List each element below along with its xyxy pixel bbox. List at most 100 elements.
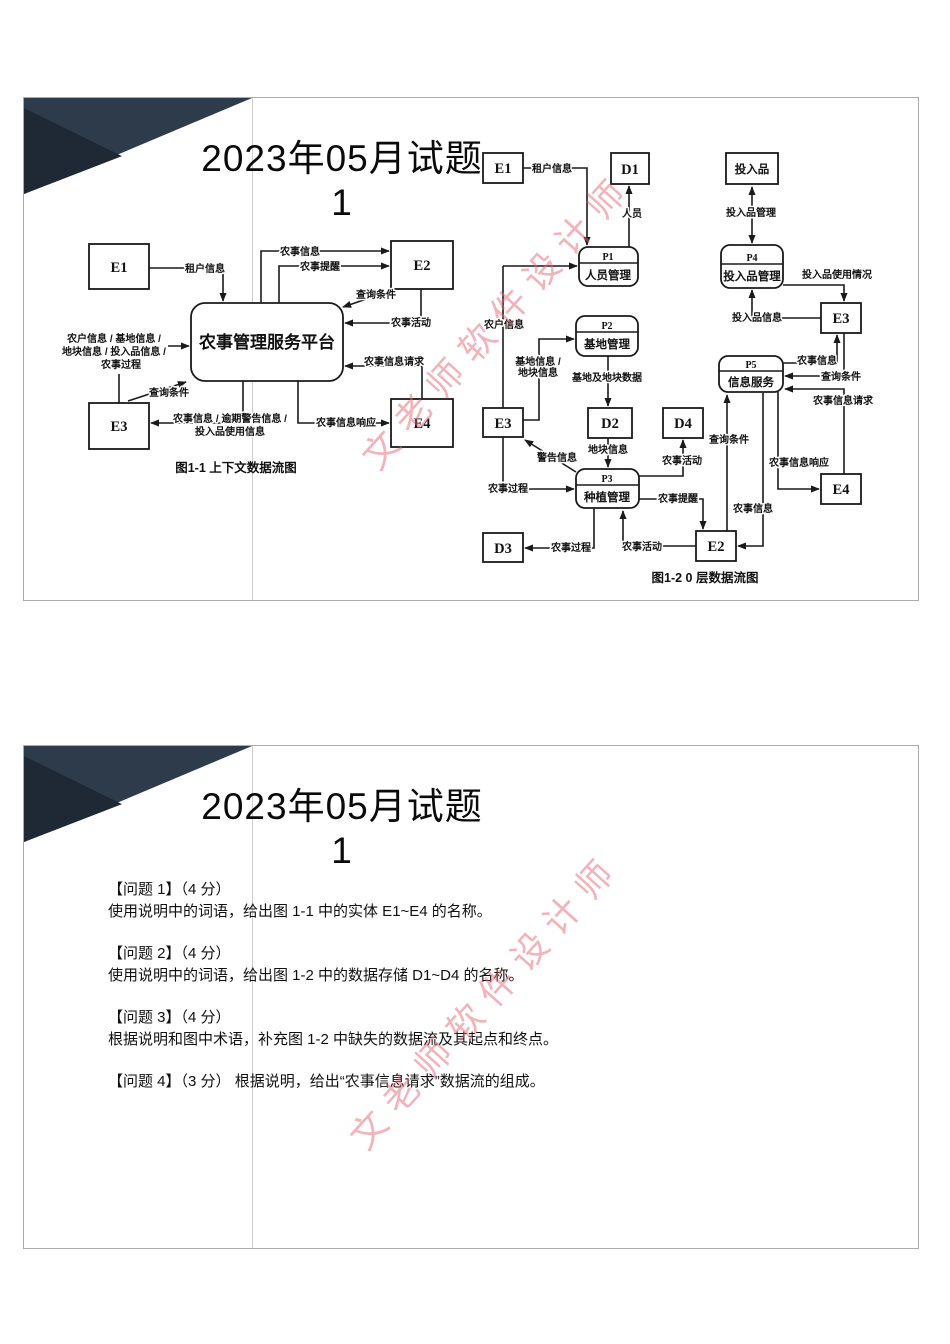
flow-line-farm-activity-d4 <box>639 439 687 477</box>
flow-label-tenant-info: 租户信息 <box>185 262 225 275</box>
flow-line-inputs-usage <box>783 284 848 302</box>
process-p2-name: 基地管理 <box>583 337 630 351</box>
process-p1-name: 人员管理 <box>585 268 631 282</box>
question-1: 【问题 1】（4 分） 使用说明中的词语，给出图 1-1 中的实体 E1~E4 … <box>108 880 768 922</box>
question-2-body: 使用说明中的词语，给出图 1-2 中的数据存储 D1~D4 的名称。 <box>108 967 524 984</box>
flow-label-farm-info-request: 农事信息请求 <box>363 355 425 368</box>
flow-line-farm-info-e3 <box>783 334 841 364</box>
entity-e2 <box>390 240 454 290</box>
process-p2 <box>575 315 639 357</box>
question-3-heading: 【问题 3】（4 分） <box>108 1009 231 1026</box>
entity-e4-label: E4 <box>414 416 431 432</box>
entity-e3-label: E3 <box>111 419 128 435</box>
store-d3 <box>482 532 524 563</box>
flow-label-farm-info: 农事信息 <box>279 245 320 258</box>
process-p1-id: P1 <box>602 252 613 263</box>
flow-label-query-cond-e3: 查询条件 <box>820 370 861 383</box>
flow-label-input-line1: 农户信息 / 基地信息 / <box>66 332 161 345</box>
entity-e3 <box>88 402 150 450</box>
flow-label-person: 人员 <box>622 207 642 220</box>
flow-label-tenant-info: 租户信息 <box>532 162 572 175</box>
flow-line-farm-activity-e2 <box>619 510 696 547</box>
entity-e4 <box>820 473 862 505</box>
process-p5 <box>718 355 784 393</box>
flow-line-farm-activity <box>344 289 422 327</box>
flow-label-query-cond-bottom: 查询条件 <box>148 386 189 399</box>
flow-label-farm-info-response: 农事信息响应 <box>315 416 376 429</box>
process-p3 <box>575 468 640 509</box>
flow-line-farm-info-response <box>297 381 390 427</box>
flow-label-farm-activity: 农事活动 <box>390 316 431 329</box>
process-p2-id: P2 <box>601 321 612 332</box>
flow-line-farm-info-request <box>784 385 845 474</box>
flow-line-tenant-info <box>523 167 591 246</box>
flow-line-farm-process-d3 <box>524 508 595 552</box>
flow-label-farm-activity-e2: 农事活动 <box>621 540 662 553</box>
slide-divider-line <box>252 746 253 1248</box>
flow-label-query-cond-e2: 查询条件 <box>708 433 749 446</box>
entity-e1-label: E1 <box>111 260 128 276</box>
level0-dfd: E1 D1 投入品 E3 E3 D2 D4 E4 D3 E2 P1 人员管理 P… <box>482 152 875 585</box>
flow-label-farm-process-in: 农事过程 <box>487 482 528 495</box>
flow-label-inputs-info: 投入品信息 <box>732 311 782 324</box>
flow-label-query-cond-top: 查询条件 <box>355 288 396 301</box>
process-p1 <box>578 246 639 287</box>
question-4-body: 根据说明，给出“农事信息请求”数据流的组成。 <box>234 1073 545 1090</box>
store-inputs-label: 投入品 <box>735 162 770 176</box>
flow-label-inputs-manage: 投入品管理 <box>726 206 776 219</box>
store-d1-label: D1 <box>621 162 639 178</box>
process-p5-id: P5 <box>745 360 756 371</box>
slide-2: 2023年05月试题1 【问题 1】（4 分） 使用说明中的词语，给出图 1-1… <box>23 745 919 1249</box>
figure-1-1-caption: 图1-1 上下文数据流图 <box>175 460 297 475</box>
flow-label-input-line2: 地块信息 / 投入品信息 / <box>62 345 166 358</box>
store-d2-label: D2 <box>601 416 619 432</box>
question-1-heading: 【问题 1】（4 分） <box>108 881 231 898</box>
flow-label-input-line3: 农事过程 <box>100 358 141 371</box>
question-4: 【问题 4】（3 分） 根据说明，给出“农事信息请求”数据流的组成。 <box>108 1072 768 1092</box>
question-2-heading: 【问题 2】（4 分） <box>108 945 231 962</box>
slide-1: 2023年05月试题1 <box>23 97 919 601</box>
question-3-body: 根据说明和图中术语，补充图 1-2 中缺失的数据流及其起点和终点。 <box>108 1031 559 1048</box>
entity-e2-label: E2 <box>708 539 725 555</box>
flow-line-warning-info <box>524 439 577 473</box>
questions-list: 【问题 1】（4 分） 使用说明中的词语，给出图 1-1 中的实体 E1~E4 … <box>108 880 768 1114</box>
process-p3-id: P3 <box>601 474 612 485</box>
flow-line-query-cond-e3 <box>784 333 845 380</box>
store-d1 <box>610 152 650 185</box>
store-d4 <box>662 407 704 439</box>
entity-e2 <box>695 530 737 562</box>
entity-e3-right <box>820 302 862 334</box>
flow-label-farm-info-e2: 农事信息 <box>732 502 773 515</box>
process-platform-label: 农事管理服务平台 <box>198 332 335 352</box>
process-p4 <box>720 244 784 289</box>
flow-line-farm-info <box>260 247 390 303</box>
flow-line-farm-process-in <box>502 437 575 493</box>
entity-e1 <box>88 243 150 290</box>
flow-label-farm-info-e3: 农事信息 <box>796 354 837 367</box>
entity-e4-label: E4 <box>833 482 850 498</box>
flow-label-base-plot-line1: 基地信息 / <box>514 355 561 368</box>
context-dfd: E1 E2 E3 E4 农事管理服务平台 租户信息 农事信息 农事提醒 查询条件… <box>61 240 454 475</box>
store-d3-label: D3 <box>494 541 512 557</box>
flow-line-farm-reminder <box>639 498 707 530</box>
flow-label-farm-process-d3: 农事过程 <box>550 541 591 554</box>
flow-line-query-cond-bottom <box>127 381 187 402</box>
flow-line-farm-info-response <box>777 392 820 493</box>
entity-e1-label: E1 <box>495 161 512 177</box>
process-platform <box>190 302 344 382</box>
process-p4-id: P4 <box>746 253 757 264</box>
flow-label-plot-info: 地块信息 <box>588 443 628 456</box>
flow-label-farm-reminder: 农事提醒 <box>299 260 340 273</box>
figure-1-2-caption: 图1-2 0 层数据流图 <box>652 570 759 585</box>
flow-line-farm-info-request <box>344 362 423 399</box>
flow-label-inputs-usage: 投入品使用情况 <box>802 268 872 281</box>
entity-e1 <box>482 152 524 184</box>
question-2: 【问题 2】（4 分） 使用说明中的词语，给出图 1-2 中的数据存储 D1~D… <box>108 944 768 986</box>
flow-label-farm-reminder: 农事提醒 <box>657 492 698 505</box>
question-3: 【问题 3】（4 分） 根据说明和图中术语，补充图 1-2 中缺失的数据流及其起… <box>108 1008 768 1050</box>
flow-label-farm-info-request: 农事信息请求 <box>812 394 874 407</box>
entity-e3-right-label: E3 <box>833 311 850 327</box>
flow-label-base-plot-line2: 地块信息 <box>518 366 558 379</box>
flow-line-inputs-info <box>748 289 821 319</box>
